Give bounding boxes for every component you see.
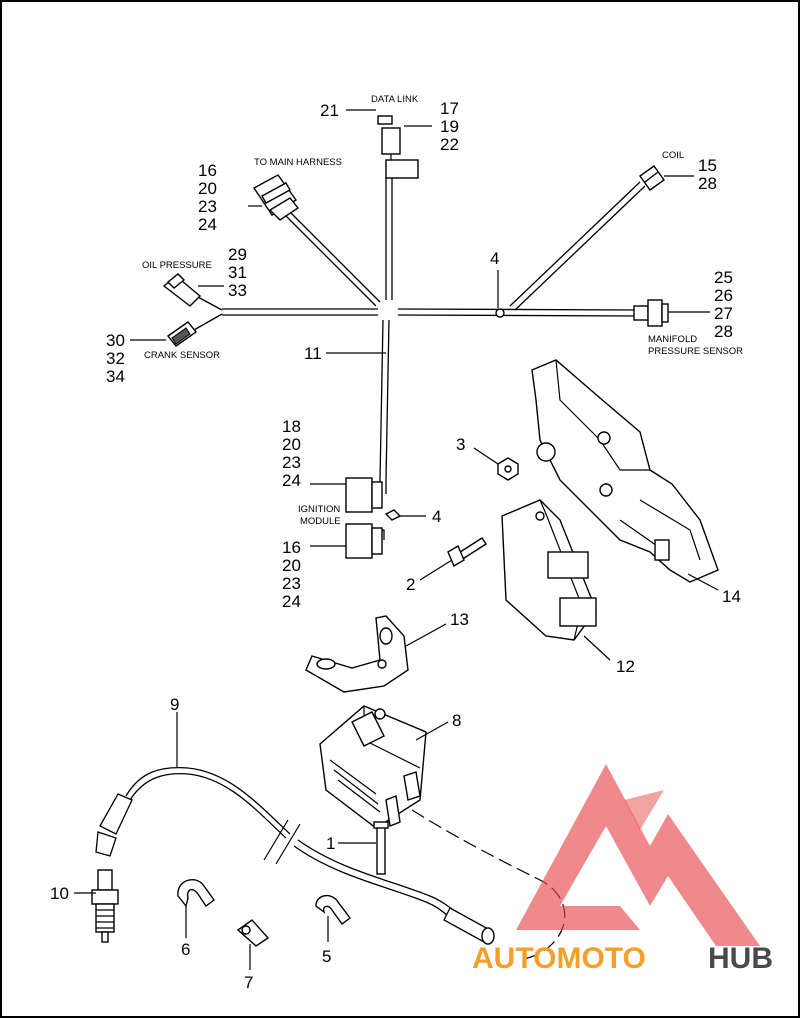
spark-plug <box>91 869 119 943</box>
wiring-harness <box>193 178 646 540</box>
data-link-connector <box>377 115 419 179</box>
callout-17: 17 <box>440 99 459 118</box>
callout-4-top: 4 <box>490 249 499 268</box>
label-ignition: IGNITION <box>298 504 340 515</box>
label-to-main-harness: TO MAIN HARNESS <box>254 157 342 168</box>
callout-27: 27 <box>714 304 733 323</box>
callout-2: 2 <box>406 575 415 594</box>
label-manifold: MANIFOLD <box>648 334 697 345</box>
callout-30: 30 <box>106 331 125 350</box>
watermark-logo <box>516 764 760 946</box>
callout-12: 12 <box>616 657 635 676</box>
callout-24: 24 <box>198 215 217 234</box>
callout-16-lower: 16 <box>282 538 301 557</box>
p-clip-7 <box>236 919 270 947</box>
callout-28: 28 <box>698 174 717 193</box>
callout-5: 5 <box>322 947 331 966</box>
ignition-module-connectors <box>345 477 383 559</box>
watermark-text: AUTOMOTO HUB <box>472 942 773 975</box>
callout-33: 33 <box>228 281 247 300</box>
callout-22: 22 <box>440 135 459 154</box>
callout-19: 19 <box>440 117 459 136</box>
leader-lines <box>74 109 719 970</box>
callout-29: 29 <box>228 245 247 264</box>
callout-28-manifold: 28 <box>714 322 733 341</box>
label-pressure-sensor: PRESSURE SENSOR <box>648 346 743 357</box>
spark-plug-wire <box>95 766 566 961</box>
ignition-module <box>501 499 597 641</box>
callout-26: 26 <box>714 286 733 305</box>
label-data-link: DATA LINK <box>371 94 419 105</box>
callout-18: 18 <box>282 417 301 436</box>
p-clip-5 <box>315 895 351 925</box>
nut <box>497 457 519 481</box>
callout-16: 16 <box>198 161 217 180</box>
callout-20: 20 <box>198 179 217 198</box>
callout-8: 8 <box>452 711 461 730</box>
watermark-triangle-icon <box>516 764 760 946</box>
callout-7: 7 <box>244 973 253 992</box>
callout-20-upper: 20 <box>282 435 301 454</box>
ignition-clip <box>384 509 402 521</box>
callout-32: 32 <box>106 349 125 368</box>
callout-24-lower: 24 <box>282 592 301 611</box>
main-harness-connector <box>252 174 300 221</box>
callout-13: 13 <box>450 610 469 629</box>
callout-25: 25 <box>714 268 733 287</box>
coil-connector <box>639 165 665 191</box>
coil-bracket <box>305 615 409 693</box>
callout-20-lower: 20 <box>282 556 301 575</box>
callout-3: 3 <box>456 435 465 454</box>
callout-23-upper: 23 <box>282 453 301 472</box>
callout-23-lower: 23 <box>282 574 301 593</box>
callout-9: 9 <box>170 695 179 714</box>
callout-4-ign: 4 <box>432 507 441 526</box>
coil-bolt <box>373 821 389 875</box>
callout-24-upper: 24 <box>282 471 301 490</box>
callout-numbers: 21 17 19 22 16 20 23 24 15 28 29 31 33 4… <box>50 99 741 992</box>
callout-14: 14 <box>722 587 741 606</box>
manifold-sensor-connector <box>633 299 669 327</box>
harness-clip <box>495 308 505 318</box>
callout-6: 6 <box>181 940 190 959</box>
p-clip-6 <box>177 878 215 908</box>
callout-15: 15 <box>698 156 717 175</box>
callout-23: 23 <box>198 197 217 216</box>
label-oil-pressure: OIL PRESSURE <box>142 260 212 271</box>
callout-21: 21 <box>320 101 339 120</box>
ignition-coil <box>319 705 427 829</box>
oil-pressure-sender <box>162 273 202 307</box>
callout-34: 34 <box>106 367 125 386</box>
text-labels: DATA LINK TO MAIN HARNESS COIL OIL PRESS… <box>142 94 743 527</box>
label-module: MODULE <box>300 516 341 527</box>
watermark-text-hub: HUB <box>708 942 773 975</box>
callout-11: 11 <box>304 344 322 363</box>
callout-10: 10 <box>50 884 69 903</box>
label-crank-sensor: CRANK SENSOR <box>144 350 220 361</box>
crank-sensor-connector <box>166 321 198 347</box>
label-coil: COIL <box>662 150 684 161</box>
watermark-text-automoto: AUTOMOTO <box>472 942 646 975</box>
callout-1: 1 <box>326 834 335 853</box>
screw <box>447 537 487 568</box>
mounting-bracket-large <box>531 359 719 583</box>
callout-31: 31 <box>228 263 247 282</box>
